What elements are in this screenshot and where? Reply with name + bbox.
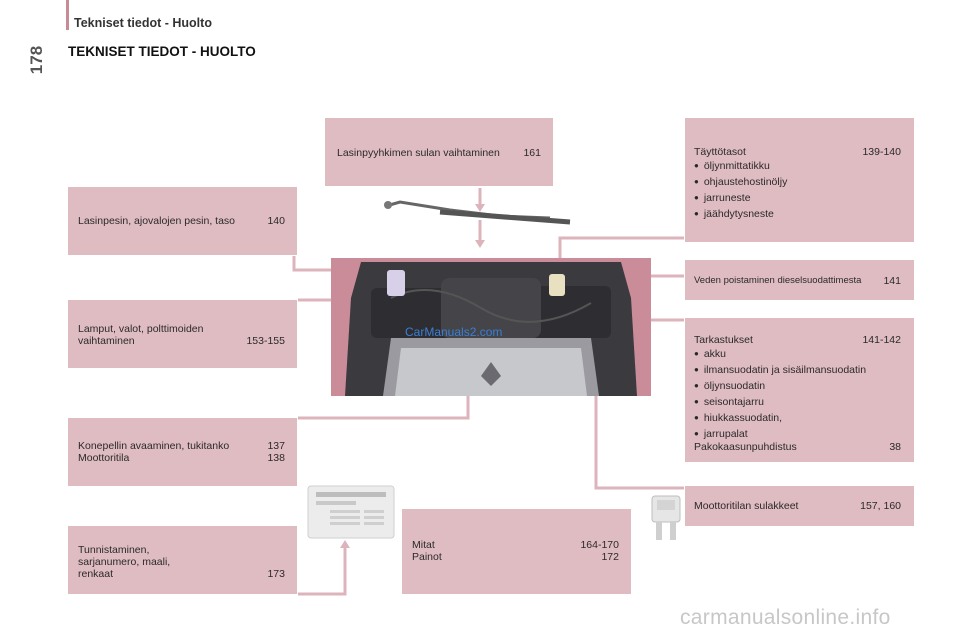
identification-line3: renkaat [78, 568, 114, 580]
lamps-page: 153-155 [246, 335, 285, 347]
box-identification: Tunnistaminen, sarjanumero, maali, renka… [68, 526, 297, 594]
box-lamps: Lamput, valot, polttimoiden vaihtaminen … [68, 300, 297, 368]
washer-label: Lasinpesin, ajovalojen pesin, taso [78, 215, 236, 227]
wiper-blade-image [384, 200, 571, 225]
checks-page: 141-142 [862, 334, 901, 346]
levels-title: Täyttötasot [694, 146, 746, 158]
list-item: jäähdytysneste [694, 208, 901, 221]
checks-list: akku ilmansuodatin ja sisäilmansuodatin … [694, 348, 901, 441]
section-title: TEKNISET TIEDOT - HUOLTO [68, 44, 256, 59]
fuses-label: Moottoritilan sulakkeet [694, 500, 799, 512]
dimensions-page2: 172 [601, 551, 619, 563]
diesel-label: Veden poistaminen dieselsuodattimesta [694, 275, 862, 286]
list-item: ilmansuodatin ja sisäilmansuodatin [694, 364, 901, 377]
levels-list: öljynmittatikku ohjaustehostinöljy jarru… [694, 160, 901, 221]
running-header-title: Tekniset tiedot - Huolto [74, 16, 212, 30]
engine-bay-image: CarManuals2.com [331, 258, 651, 396]
wiper-label: Lasinpyyhkimen sulan vaihtaminen [337, 147, 500, 159]
page-accent-bar [66, 0, 69, 30]
bonnet-line2: Moottoritila [78, 452, 130, 464]
box-washer: Lasinpesin, ajovalojen pesin, taso 140 [68, 187, 297, 255]
list-item: akku [694, 348, 901, 361]
box-bonnet: Konepellin avaaminen, tukitanko 137 Moot… [68, 418, 297, 486]
dimensions-line1: Mitat [412, 539, 435, 551]
box-fuses: Moottoritilan sulakkeet 157, 160 [685, 486, 914, 526]
list-item: öljynmittatikku [694, 160, 901, 173]
list-item: hiukkassuodatin, [694, 412, 901, 425]
identification-line2: sarjanumero, maali, [78, 556, 171, 568]
list-item: jarruneste [694, 192, 901, 205]
list-item: seisontajarru [694, 396, 901, 409]
lamps-line2: vaihtaminen [78, 335, 135, 347]
list-item: ohjaustehostinöljy [694, 176, 901, 189]
bonnet-line1: Konepellin avaaminen, tukitanko [78, 440, 230, 452]
washer-page: 140 [267, 215, 285, 227]
box-dimensions: Mitat 164-170 Painot 172 [402, 509, 631, 594]
checks-footer-page: 38 [889, 441, 901, 453]
wiper-page: 161 [523, 147, 541, 159]
lamps-line1: Lamput, valot, polttimoiden [78, 323, 204, 335]
list-item: jarrupalat [694, 428, 901, 441]
dimensions-line2: Painot [412, 551, 442, 563]
footer-watermark: carmanualsonline.info [680, 606, 891, 629]
fuses-page: 157, 160 [860, 500, 901, 512]
engine-image-watermark: CarManuals2.com [405, 325, 502, 339]
bonnet-page2: 138 [267, 452, 285, 464]
box-diesel-filter: Veden poistaminen dieselsuodattimesta 14… [685, 260, 914, 300]
bonnet-page1: 137 [267, 440, 285, 452]
box-checks: Tarkastukset 141-142 akku ilmansuodatin … [685, 318, 914, 462]
diesel-page: 141 [883, 275, 901, 287]
box-wiper-blade: Lasinpyyhkimen sulan vaihtaminen 161 [325, 118, 553, 186]
list-item: öljynsuodatin [694, 380, 901, 393]
checks-footer: Pakokaasunpuhdistus [694, 441, 797, 453]
identification-line1: Tunnistaminen, [78, 544, 150, 556]
box-fluid-levels: Täyttötasot 139-140 öljynmittatikku ohja… [685, 118, 914, 242]
fuse-image [651, 495, 681, 540]
dimensions-page1: 164-170 [580, 539, 619, 551]
vin-plate-image [307, 485, 395, 539]
identification-page: 173 [267, 568, 285, 580]
checks-title: Tarkastukset [694, 334, 753, 346]
levels-page: 139-140 [862, 146, 901, 158]
